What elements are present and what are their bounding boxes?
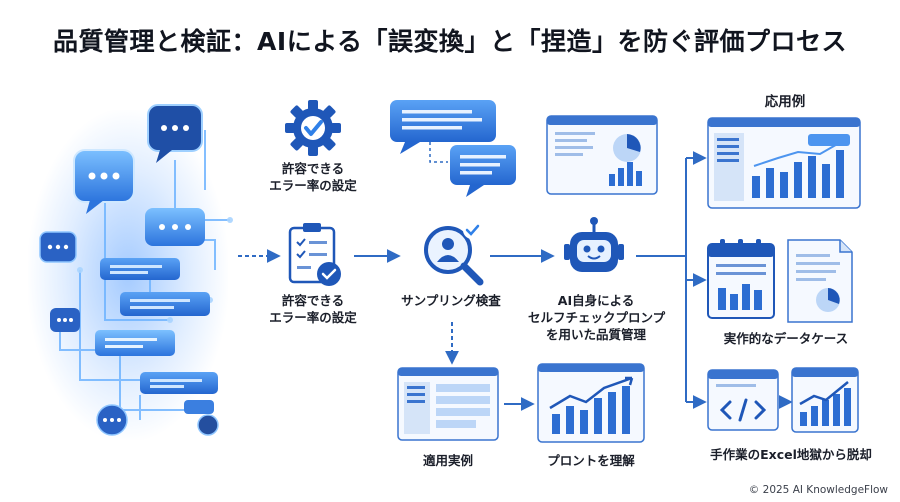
dashed-connector xyxy=(429,142,448,163)
dashboard-icon xyxy=(537,363,645,443)
applied-example-label: 適用実例 xyxy=(422,453,473,468)
message-bar xyxy=(100,258,180,280)
dashboard-icon xyxy=(546,115,658,195)
message-bar xyxy=(120,292,210,316)
chat-bubble-icon xyxy=(39,231,77,263)
gear-check-icon xyxy=(285,100,341,156)
dashboard-icon xyxy=(787,239,853,323)
prompt-reason-label: プロントを理解 xyxy=(547,453,635,468)
error-rate-label-top: 許容できる エラー率の設定 xyxy=(269,161,357,193)
chat-bubble-icon xyxy=(73,149,135,214)
chat-bubble-icon xyxy=(197,414,219,436)
chat-bubble-icon xyxy=(147,104,203,163)
message-bar xyxy=(95,330,175,356)
chat-bubble-icon xyxy=(96,404,128,436)
robot-icon xyxy=(564,217,624,272)
page-title: 品質管理と検証：AIによる「誤変換」と「捏造」を防ぐ評価プロセス xyxy=(53,27,847,56)
error-rate-label-mid: 許容できる エラー率の設定 xyxy=(269,293,357,325)
chat-bubble-icon xyxy=(145,208,205,246)
magnifier-person-icon xyxy=(424,221,484,286)
chat-column-illustration xyxy=(39,104,233,436)
sampling-label: サンプリング検査 xyxy=(401,293,501,308)
copyright-text: © 2025 AI KnowledgeFlow xyxy=(748,484,888,496)
chat-bubble-icon xyxy=(390,100,496,154)
dashboard-icon xyxy=(791,367,859,433)
chat-bubble-icon xyxy=(184,400,214,414)
ai-self-check-label: AI自身による セルフチェックプロンプ を用いた品質管理 xyxy=(528,293,666,342)
dashboard-icon xyxy=(707,117,861,209)
applications-heading: 応用例 xyxy=(764,94,806,110)
chat-bubble-icon xyxy=(450,145,516,197)
realistic-cases-label: 実作的なデータケース xyxy=(723,331,849,346)
manual-escape-label: 手作業のExcel地獄から脱却 xyxy=(710,447,872,462)
chat-bubble-icon xyxy=(50,308,80,332)
code-icon xyxy=(707,369,779,431)
message-bar xyxy=(140,372,218,394)
dashboard-icon xyxy=(397,367,499,441)
clipboard-check-icon xyxy=(288,223,341,286)
calendar-icon xyxy=(707,239,775,319)
